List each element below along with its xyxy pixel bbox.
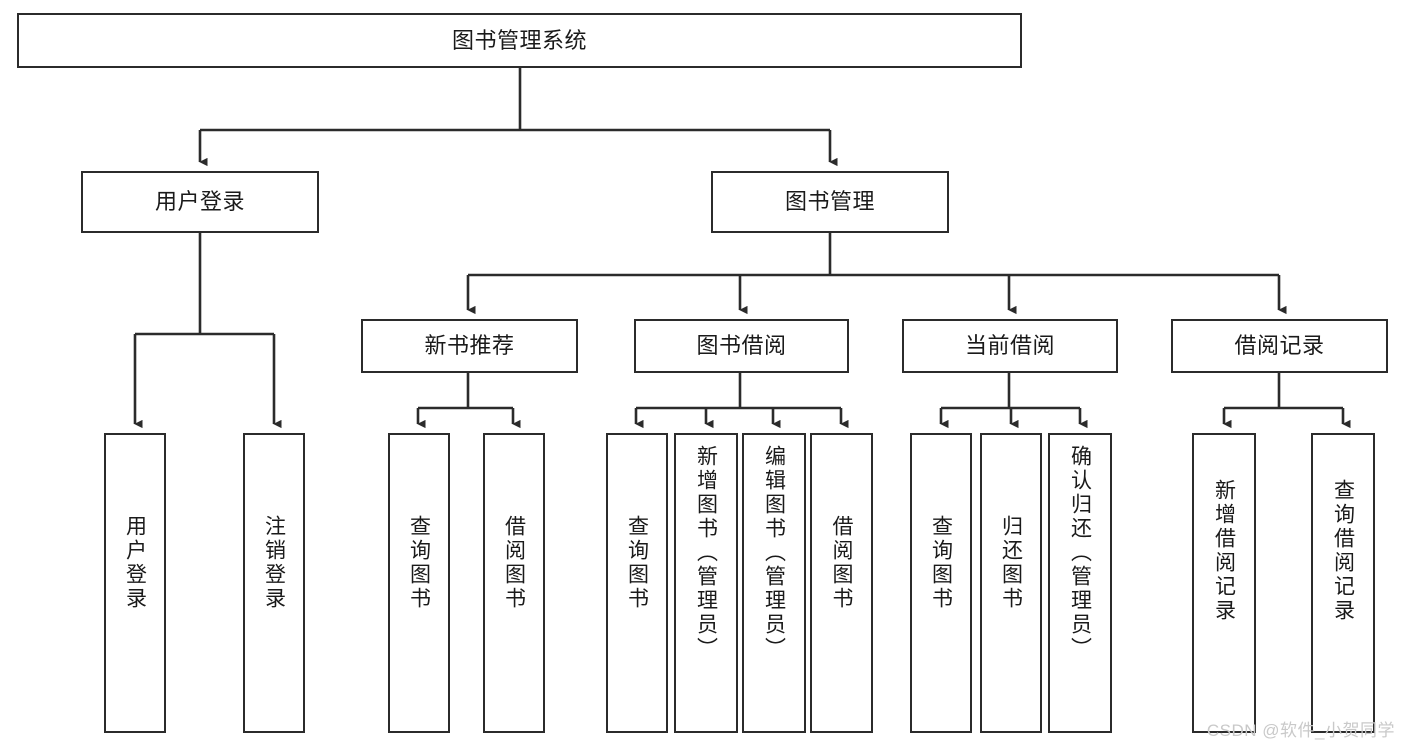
node-leaf-confirm-return-admin-label: 确认归还（管理员） — [1068, 445, 1092, 661]
node-new-book-recommend-label: 新书推荐 — [424, 333, 515, 359]
node-leaf-query-borrow-record-label: 查询借阅记录 — [1331, 479, 1355, 623]
node-leaf-logout-label: 注销登录 — [262, 515, 286, 611]
node-leaf-add-book-admin[interactable]: 新增图书（管理员） — [674, 433, 738, 733]
node-borrow-record[interactable]: 借阅记录 — [1171, 319, 1388, 373]
node-leaf-confirm-return-admin[interactable]: 确认归还（管理员） — [1048, 433, 1112, 733]
node-borrow-record-label: 借阅记录 — [1234, 333, 1325, 359]
node-book-management-label: 图书管理 — [784, 189, 875, 215]
node-leaf-add-borrow-record-label: 新增借阅记录 — [1212, 479, 1236, 623]
node-leaf-return-book[interactable]: 归还图书 — [980, 433, 1042, 733]
node-leaf-borrow-book-2-label: 借阅图书 — [830, 515, 853, 611]
node-user-login-label: 用户登录 — [154, 189, 245, 215]
node-root[interactable]: 图书管理系统 — [17, 13, 1022, 68]
node-leaf-query-book-1-label: 查询图书 — [407, 515, 431, 611]
node-book-management[interactable]: 图书管理 — [711, 171, 949, 233]
node-leaf-user-login-label: 用户登录 — [123, 515, 147, 611]
node-leaf-borrow-book-1[interactable]: 借阅图书 — [483, 433, 545, 733]
node-leaf-add-borrow-record[interactable]: 新增借阅记录 — [1192, 433, 1256, 733]
node-leaf-add-book-admin-label: 新增图书（管理员） — [694, 445, 718, 661]
node-leaf-query-book-1[interactable]: 查询图书 — [388, 433, 450, 733]
node-book-borrow[interactable]: 图书借阅 — [634, 319, 849, 373]
node-user-login[interactable]: 用户登录 — [81, 171, 319, 233]
node-leaf-query-book-2[interactable]: 查询图书 — [606, 433, 668, 733]
node-leaf-borrow-book-2[interactable]: 借阅图书 — [810, 433, 873, 733]
node-leaf-query-book-3[interactable]: 查询图书 — [910, 433, 972, 733]
node-leaf-borrow-book-1-label: 借阅图书 — [502, 515, 526, 611]
node-current-borrow-label: 当前借阅 — [964, 333, 1055, 359]
node-leaf-query-book-2-label: 查询图书 — [625, 515, 649, 611]
node-root-label: 图书管理系统 — [451, 27, 587, 53]
node-leaf-query-borrow-record[interactable]: 查询借阅记录 — [1311, 433, 1375, 733]
node-leaf-logout[interactable]: 注销登录 — [243, 433, 305, 733]
node-leaf-user-login[interactable]: 用户登录 — [104, 433, 166, 733]
node-leaf-edit-book-admin[interactable]: 编辑图书（管理员） — [742, 433, 806, 733]
node-leaf-query-book-3-label: 查询图书 — [929, 515, 953, 611]
node-current-borrow[interactable]: 当前借阅 — [902, 319, 1118, 373]
node-book-borrow-label: 图书借阅 — [696, 333, 787, 359]
node-new-book-recommend[interactable]: 新书推荐 — [361, 319, 578, 373]
csdn-watermark: CSDN @软件_小贺同学 — [1206, 721, 1395, 740]
node-leaf-edit-book-admin-label: 编辑图书（管理员） — [762, 445, 786, 661]
node-leaf-return-book-label: 归还图书 — [999, 515, 1023, 611]
